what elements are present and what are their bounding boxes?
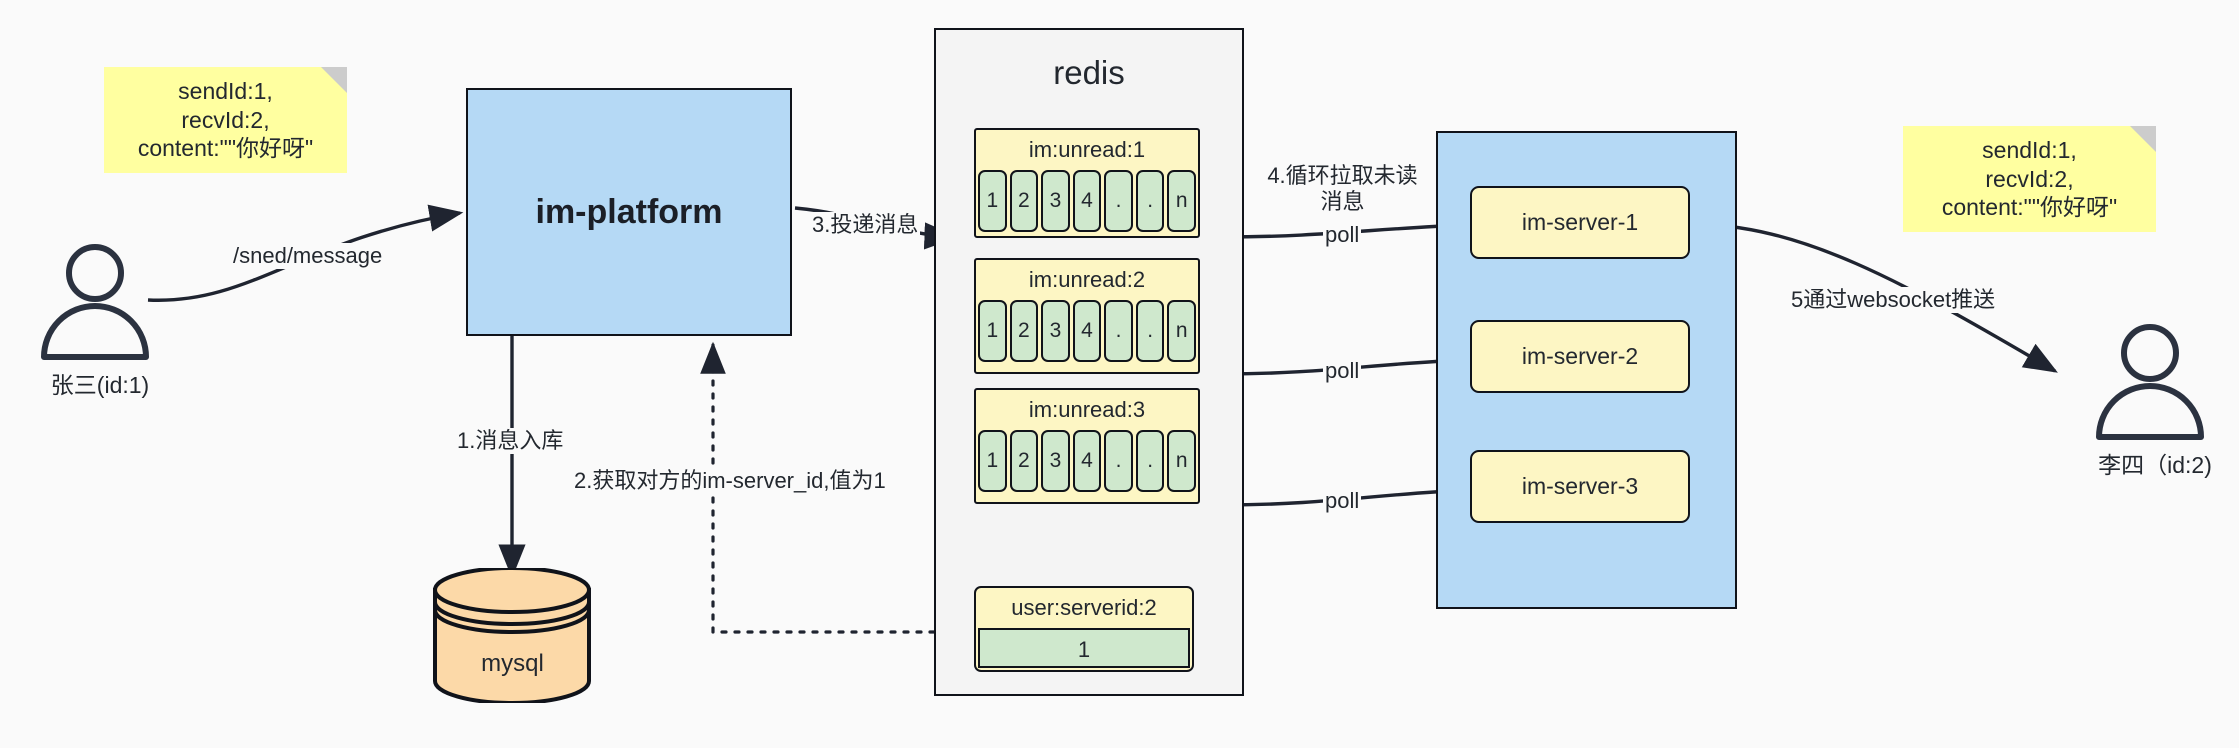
node-mysql-label: mysql [481,650,544,677]
redis-cell: n [1167,430,1197,492]
actor-sender: 张三(id:1) [30,240,170,398]
redis-cell: 4 [1072,430,1102,492]
redis-cell: . [1135,170,1165,232]
note-left-line-3: content:""你好呀" [137,135,314,162]
redis-cell: 1 [978,430,1007,492]
sticky-fold-corner-icon [321,67,347,93]
edge-label-step1: 1.消息入库 [455,428,566,454]
redis-cell: 2 [1009,170,1039,232]
redis-cell: . [1135,300,1165,362]
redis-cell: 3 [1041,300,1070,362]
edge-label-poll-2: poll [1323,358,1362,384]
note-right-line-3: content:""你好呀" [1941,194,2118,221]
node-im-server-2-label: im-server-2 [1521,343,1639,369]
redis-list-1-key: im:unread:1 [1028,137,1146,162]
edge-label-step5: 5通过websocket推送 [1789,287,1998,313]
redis-list-2-key: im:unread:2 [1028,267,1146,292]
redis-kv-user-serverid[interactable]: user:serverid:2 1 [974,586,1194,672]
redis-cell: 1 [978,170,1007,232]
note-left-line-1: sendId:1, [178,77,273,104]
redis-kv-key: user:serverid:2 [1011,595,1157,620]
edge-label-send-message: /sned/message [231,243,385,269]
node-im-server-3-label: im-server-3 [1521,473,1639,499]
redis-cell: 4 [1072,170,1102,232]
node-im-platform-label: im-platform [535,192,723,231]
node-im-platform[interactable]: im-platform [466,88,792,336]
actor-receiver: 李四（id:2) [2085,320,2225,478]
redis-cell: n [1167,300,1197,362]
redis-cell: 2 [1009,430,1039,492]
redis-cell: 3 [1041,430,1070,492]
edge-label-step2: 2.获取对方的im-server_id,值为1 [572,468,888,494]
redis-kv-value: 1 [978,628,1190,668]
node-im-server-1-label: im-server-1 [1521,209,1639,235]
note-left-line-2: recvId:2, [181,106,270,133]
user-icon [2096,324,2204,440]
database-cylinder-icon [433,566,591,705]
redis-cell: 1 [978,300,1007,362]
note-right-line-1: sendId:1, [1982,136,2077,163]
edge-label-poll-3: poll [1323,488,1362,514]
redis-cell: . [1104,430,1133,492]
note-left-message-payload: sendId:1, recvId:2, content:""你好呀" [104,67,347,173]
redis-cell: . [1135,430,1165,492]
sticky-fold-corner-icon [2130,126,2156,152]
node-im-server-3[interactable]: im-server-3 [1470,450,1690,523]
redis-list-3-cells: 1 2 3 4 . . n [976,430,1198,494]
node-redis-title: redis [1053,54,1125,91]
redis-cell: n [1167,170,1197,232]
redis-cell: . [1104,300,1133,362]
redis-list-im-unread-1[interactable]: im:unread:1 1 2 3 4 . . n [974,128,1200,238]
redis-cell: 3 [1041,170,1070,232]
note-right-message-payload: sendId:1, recvId:2, content:""你好呀" [1903,126,2156,232]
redis-list-1-cells: 1 2 3 4 . . n [976,170,1198,234]
user-icon [41,244,149,360]
redis-cell: 2 [1009,300,1039,362]
redis-list-im-unread-3[interactable]: im:unread:3 1 2 3 4 . . n [974,388,1200,504]
note-right-line-2: recvId:2, [1985,165,2074,192]
actor-receiver-label: 李四（id:2) [2098,452,2212,478]
node-im-server-2[interactable]: im-server-2 [1470,320,1690,393]
node-im-server-1[interactable]: im-server-1 [1470,186,1690,259]
edge-label-step3: 3.投递消息 [810,212,921,238]
node-mysql[interactable]: mysql [430,566,595,705]
redis-list-2-cells: 1 2 3 4 . . n [976,300,1198,364]
redis-cell: 4 [1072,300,1102,362]
redis-list-3-key: im:unread:3 [1028,397,1146,422]
edge-label-poll-1: poll [1323,222,1362,248]
edge-label-step4: 4.循环拉取未读消息 [1258,163,1427,215]
redis-list-im-unread-2[interactable]: im:unread:2 1 2 3 4 . . n [974,258,1200,374]
actor-sender-label: 张三(id:1) [50,372,150,398]
redis-cell: . [1104,170,1133,232]
